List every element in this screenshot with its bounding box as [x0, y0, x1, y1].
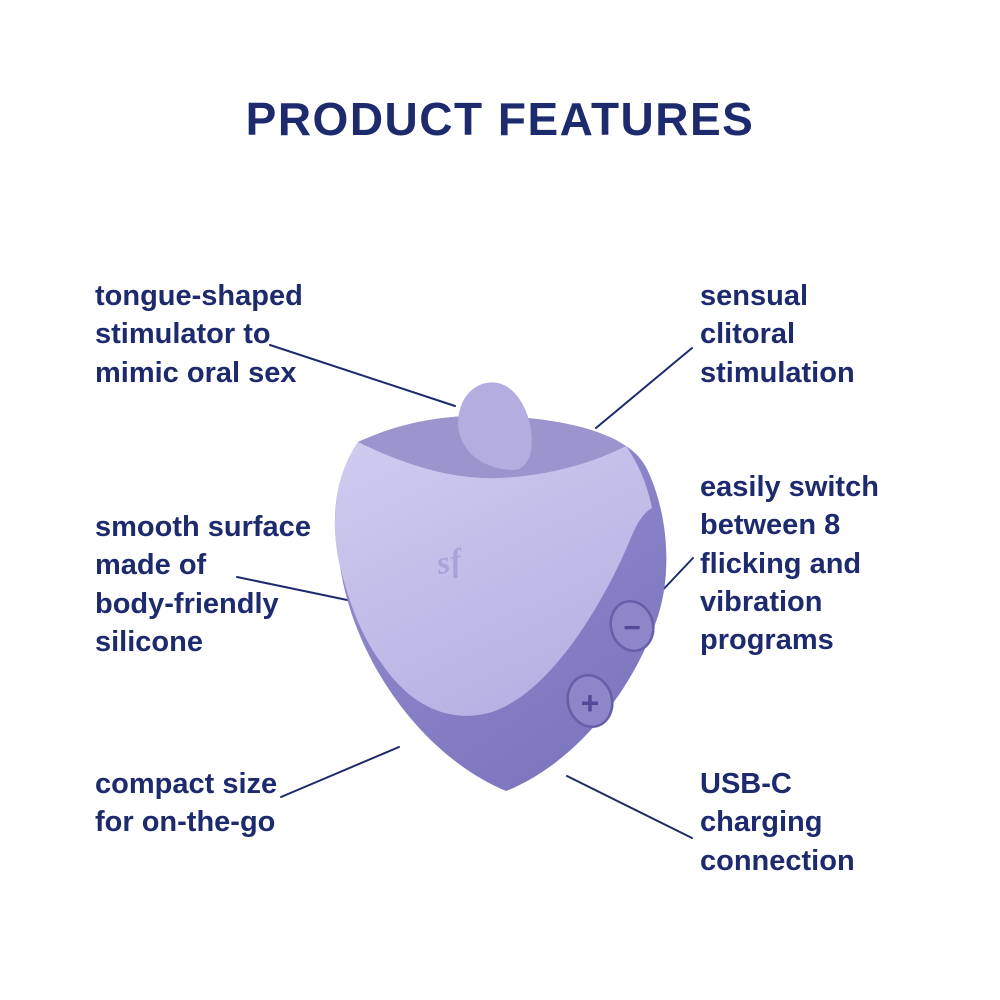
page-title: PRODUCT FEATURES	[245, 93, 755, 145]
feature-label-usbc-charging: USB-C charging connection	[700, 768, 855, 877]
product-illustration: sf − +	[334, 382, 667, 791]
feature-label-compact-size: compact size for on-the-go	[95, 768, 278, 839]
device-light-shell	[334, 442, 652, 716]
plus-glyph: +	[581, 685, 600, 721]
minus-glyph: −	[623, 612, 641, 645]
feature-label-sensual-stimulation: sensual clitoral stimulation	[700, 280, 855, 389]
feature-label-smooth-silicone: smooth surface made of body-friendly sil…	[95, 511, 311, 658]
device-plus-button: +	[566, 673, 614, 729]
feature-label-program-switch: easily switch between 8 flicking and vib…	[700, 471, 879, 657]
device-minus-button: −	[609, 599, 655, 653]
device-tongue-stimulator	[458, 382, 532, 470]
feature-label-tongue-stimulator: tongue-shaped stimulator to mimic oral s…	[95, 280, 303, 389]
